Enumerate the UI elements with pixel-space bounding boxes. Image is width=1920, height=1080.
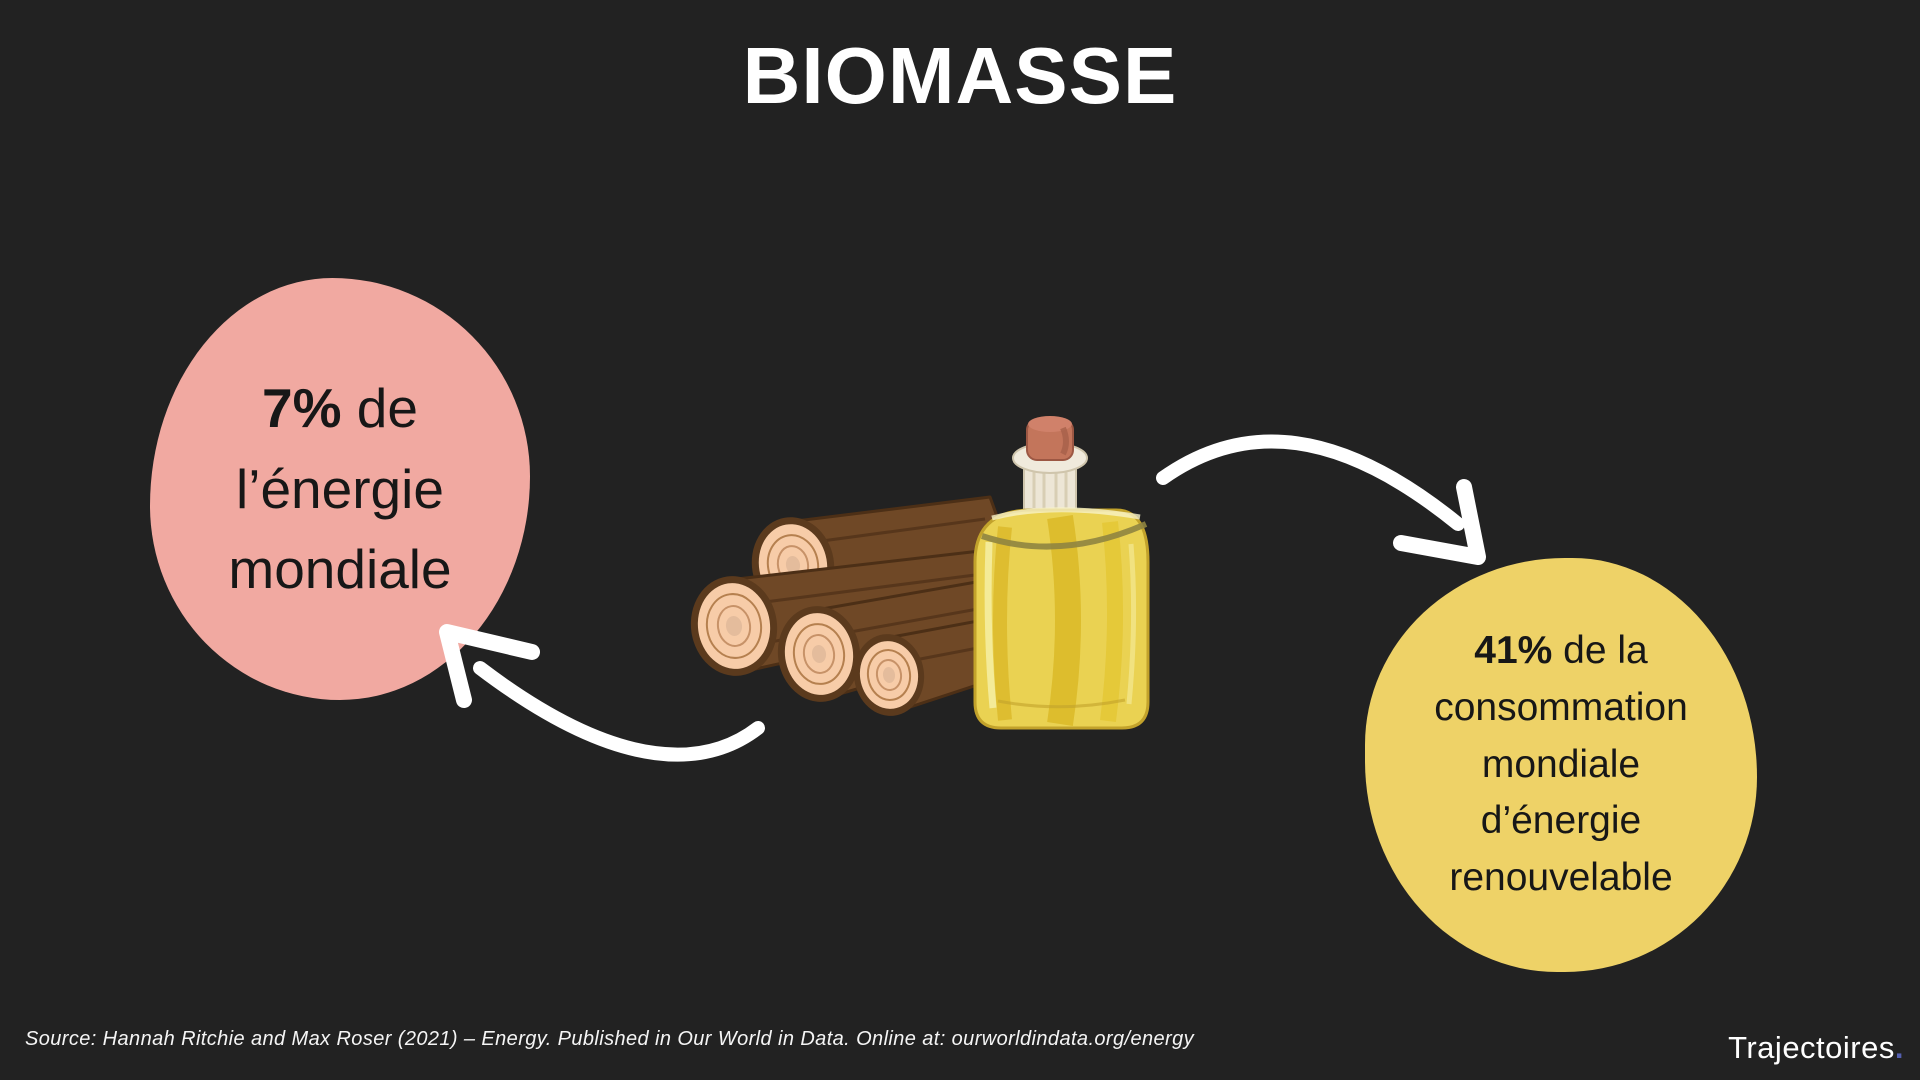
stat-bubble-world-energy: 7% de l’énergie mondiale: [150, 278, 530, 700]
source-credit: Source: Hannah Ritchie and Max Roser (20…: [25, 1028, 1195, 1050]
logo-dot: .: [1894, 1030, 1904, 1065]
stat-bubble-renewable-share: 41% de la consommation mondiale d’énergi…: [1365, 558, 1757, 972]
logo-text: Trajectoires: [1728, 1030, 1895, 1065]
trajectoires-logo: Trajectoires.: [1728, 1030, 1904, 1066]
stat-text-right: 41% de la consommation mondiale d’énergi…: [1411, 623, 1711, 908]
stat-value-right: 41%: [1474, 628, 1553, 672]
stat-label-left: de l’énergie mondiale: [228, 376, 452, 601]
stat-label-right: de la consommation mondiale d’énergie re…: [1434, 628, 1688, 900]
stat-text-left: 7% de l’énergie mondiale: [180, 368, 500, 611]
page-title: BIOMASSE: [742, 31, 1178, 120]
oil-bottle-icon: [973, 416, 1150, 730]
arrow-to-yellow-bubble-icon: [1156, 434, 1486, 565]
wood-logs-icon: [690, 495, 1046, 716]
arrow-to-pink-bubble-icon: [439, 624, 765, 762]
stat-value-left: 7%: [262, 376, 342, 439]
